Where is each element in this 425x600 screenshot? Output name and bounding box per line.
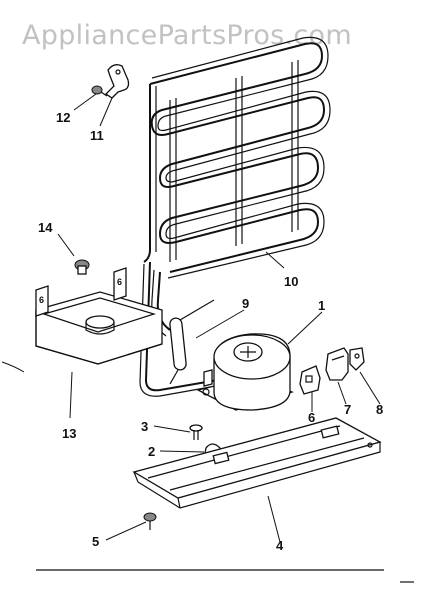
- callout-6: 6: [308, 410, 315, 425]
- base-plate-screw: [143, 512, 157, 530]
- callout-4: 4: [276, 538, 284, 553]
- callout-3: 3: [141, 419, 148, 434]
- bottom-rule: [36, 569, 414, 583]
- callout-2: 2: [148, 444, 155, 459]
- coil-bracket: [104, 64, 130, 99]
- callout-12: 12: [56, 110, 70, 125]
- watermark-text: AppliancePartsPros.com: [22, 20, 352, 51]
- callout-11: 11: [90, 128, 104, 143]
- start-relay: [325, 347, 349, 381]
- compressor: [196, 333, 294, 411]
- callout-10: 10: [284, 274, 298, 289]
- relay-cover: [349, 347, 365, 371]
- callout-5: 5: [92, 534, 99, 549]
- callout-7: 7: [344, 402, 351, 417]
- callouts: 1 2 3 4 5 6 7 8 9 10 11 12 13 14: [38, 110, 383, 553]
- callout-14: 14: [38, 220, 53, 235]
- leader-lines: [57, 93, 381, 543]
- filter-drier: [169, 299, 215, 385]
- overload-protector: [299, 365, 321, 395]
- tray-tab-mark-right: 6: [117, 277, 122, 287]
- callout-9: 9: [242, 296, 249, 311]
- callout-13: 13: [62, 426, 76, 441]
- mounting-bolt: [189, 424, 203, 440]
- callout-8: 8: [376, 402, 383, 417]
- bracket-screw: [91, 85, 108, 97]
- drip-tray: 6 6: [1, 267, 163, 373]
- tray-tab-mark-left: 6: [39, 295, 44, 305]
- drip-tray-screw: [74, 259, 90, 275]
- callout-1: 1: [318, 298, 325, 313]
- compressor-base-plate: [132, 417, 382, 509]
